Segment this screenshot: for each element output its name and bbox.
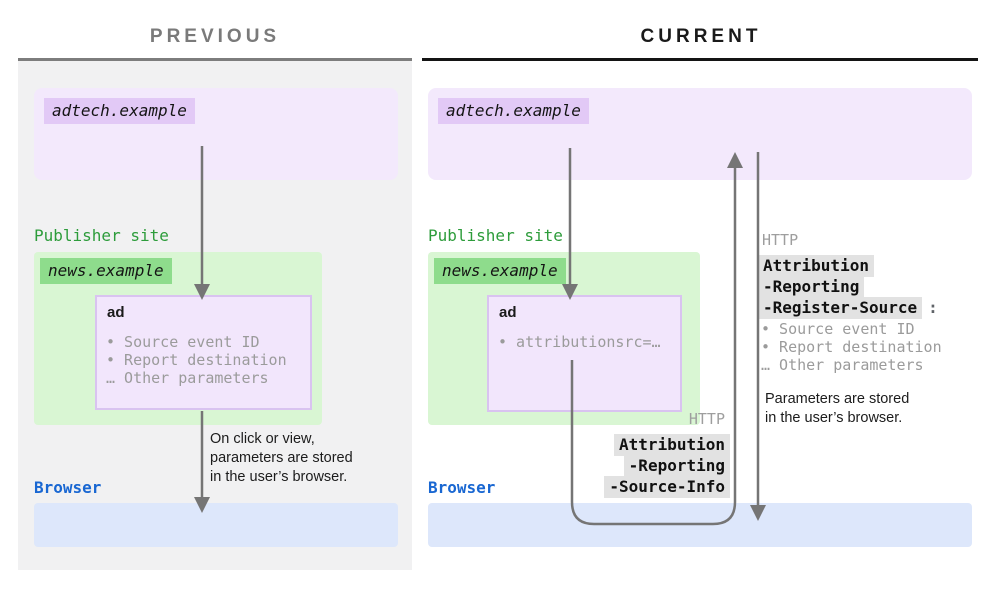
news-domain-label: news.example — [434, 258, 566, 284]
list-item: • attributionsrc=… — [498, 333, 661, 351]
http-protocol-label: HTTP — [762, 231, 799, 249]
adtech-domain-label: adtech.example — [438, 98, 589, 124]
ad-box-current: ad • attributionsrc=… — [487, 295, 682, 412]
previous-column-title: PREVIOUS — [149, 26, 281, 47]
http-request-headers: HTTP Attribution -Reporting -Register-So… — [758, 231, 938, 319]
ad-title: ad — [499, 304, 517, 321]
adtech-box-current: adtech.example — [428, 88, 972, 180]
news-domain-label: news.example — [40, 258, 172, 284]
browser-box-previous — [34, 503, 398, 547]
list-item: … Other parameters — [106, 369, 269, 387]
header-colon: : — [928, 298, 938, 317]
browser-box-current — [428, 503, 972, 547]
list-item: • Source event ID — [106, 333, 260, 351]
publisher-site-label-previous: Publisher site — [34, 226, 169, 245]
http-protocol-label: HTTP — [688, 410, 725, 428]
header-chip: Attribution — [614, 434, 730, 456]
current-divider-line — [422, 58, 978, 61]
ad-title: ad — [107, 304, 125, 321]
previous-divider-line — [18, 58, 412, 61]
header-chip: -Reporting — [758, 276, 865, 298]
current-column-title: CURRENT — [640, 26, 762, 47]
publisher-site-label-current: Publisher site — [428, 226, 563, 245]
ad-parameters-list: • Source event ID • Report destination …… — [106, 333, 287, 387]
ad-box-previous: ad • Source event ID • Report destinatio… — [95, 295, 312, 410]
list-item: • Source event ID — [761, 320, 915, 338]
storage-caption-current: Parameters are stored in the user’s brow… — [765, 391, 910, 426]
adtech-box-previous: adtech.example — [34, 88, 398, 180]
list-item: • Report destination — [761, 338, 942, 356]
browser-label-current: Browser — [428, 478, 496, 497]
storage-caption-previous: On click or view, parameters are stored … — [210, 431, 353, 485]
browser-label-previous: Browser — [34, 478, 102, 497]
request-parameters-list: • Source event ID • Report destination …… — [761, 320, 942, 374]
adtech-domain-label: adtech.example — [44, 98, 195, 124]
list-item: … Other parameters — [761, 356, 924, 374]
ad-parameters-list: • attributionsrc=… — [498, 333, 661, 351]
list-item: • Report destination — [106, 351, 287, 369]
header-chip: Attribution — [758, 255, 874, 277]
http-response-headers: HTTP Attribution -Reporting -Source-Info — [604, 410, 730, 498]
header-chip: -Reporting — [623, 455, 730, 477]
header-chip: -Source-Info — [604, 476, 730, 498]
header-chip: -Register-Source — [758, 297, 923, 319]
